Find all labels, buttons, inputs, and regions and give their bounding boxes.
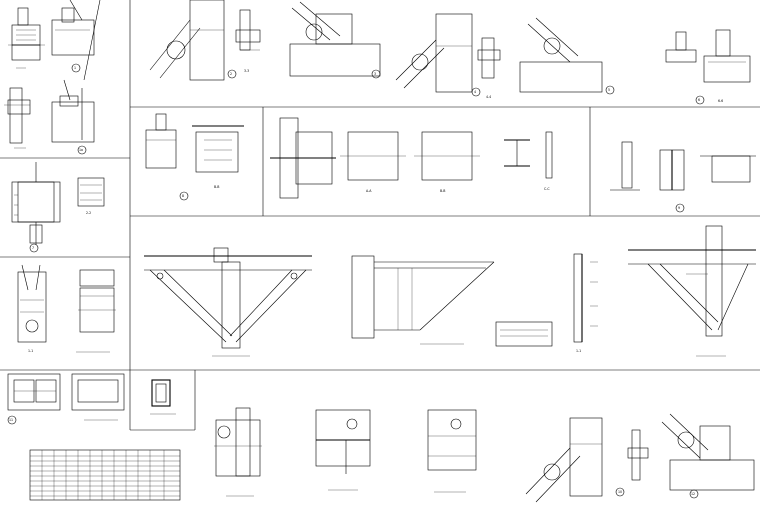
- panel-grid: [0, 0, 760, 431]
- section-4-4: 4-4: [486, 95, 491, 99]
- detail-mark-10: 10: [618, 490, 622, 494]
- detail-mark-1a: 1a: [79, 148, 83, 152]
- section-6-6: 6-6: [718, 99, 723, 103]
- detail-3-brace-gusset: 3: [289, 1, 381, 79]
- section-a-a: A-A: [366, 189, 372, 193]
- schedule-table: [29, 449, 181, 501]
- detail-9-column-bracket: 9: [610, 141, 756, 213]
- detail-mark-8: 8: [182, 194, 184, 198]
- detail-7-column-splice: 2-2 7: [11, 162, 105, 253]
- section-c-c: C-C: [544, 187, 550, 191]
- detail-mark-9: 9: [678, 206, 680, 210]
- detail-mark-11: 11: [9, 418, 13, 422]
- detail-mark-5: 5: [608, 88, 610, 92]
- section-1-1-left: 1-1: [28, 349, 33, 353]
- section-2-2: 2-2: [86, 211, 91, 215]
- section-b-b: B-B: [440, 189, 445, 193]
- detail-12-brace-gusset: 12: [661, 413, 755, 499]
- detail-mark-1: 1: [74, 66, 76, 70]
- detail-mark-12: 12: [691, 492, 695, 496]
- detail-1a-column-base: 1a: [4, 79, 95, 155]
- detail-5-brace-gusset: 5: [519, 17, 615, 95]
- beam-column-joint-1: [214, 407, 262, 497]
- section-3-3-top: 3-3: [244, 69, 249, 73]
- truss-node-elevation-left: [144, 247, 312, 357]
- detail-mark-7: 7: [32, 246, 34, 250]
- detail-8-column-base: 8 B-B: [145, 113, 244, 201]
- detail-mark-6: 6: [698, 98, 700, 102]
- detail-mark-4: 4: [474, 90, 476, 94]
- detail-mark-2: 2: [230, 72, 232, 76]
- column-section-d-d: 1-1: [573, 253, 598, 353]
- truss-node-elevation-middle: [351, 255, 553, 347]
- section-d-d: 1-1: [576, 349, 581, 353]
- detail-beam-splice-elevations: A-A B-B C-C: [270, 117, 553, 199]
- detail-1-column-base: 1: [8, 0, 101, 81]
- detail-mark-3: 3: [374, 72, 376, 76]
- section-b-b-left: B-B: [214, 185, 219, 189]
- detail-4-brace-gusset: 4 4-4: [395, 13, 501, 99]
- beam-column-joint-2: [315, 409, 371, 491]
- tube-section-detail: [150, 379, 176, 415]
- detail-2-brace-gusset: 2 3-3: [149, 0, 261, 81]
- detail-11-bracing-node: 1-1 11: [7, 264, 125, 425]
- beam-column-joint-3: [427, 409, 477, 493]
- truss-node-elevation-right: [628, 225, 756, 357]
- detail-6-column-base: 6 6-6: [665, 29, 751, 105]
- detail-10-brace-gusset: 10: [525, 417, 649, 503]
